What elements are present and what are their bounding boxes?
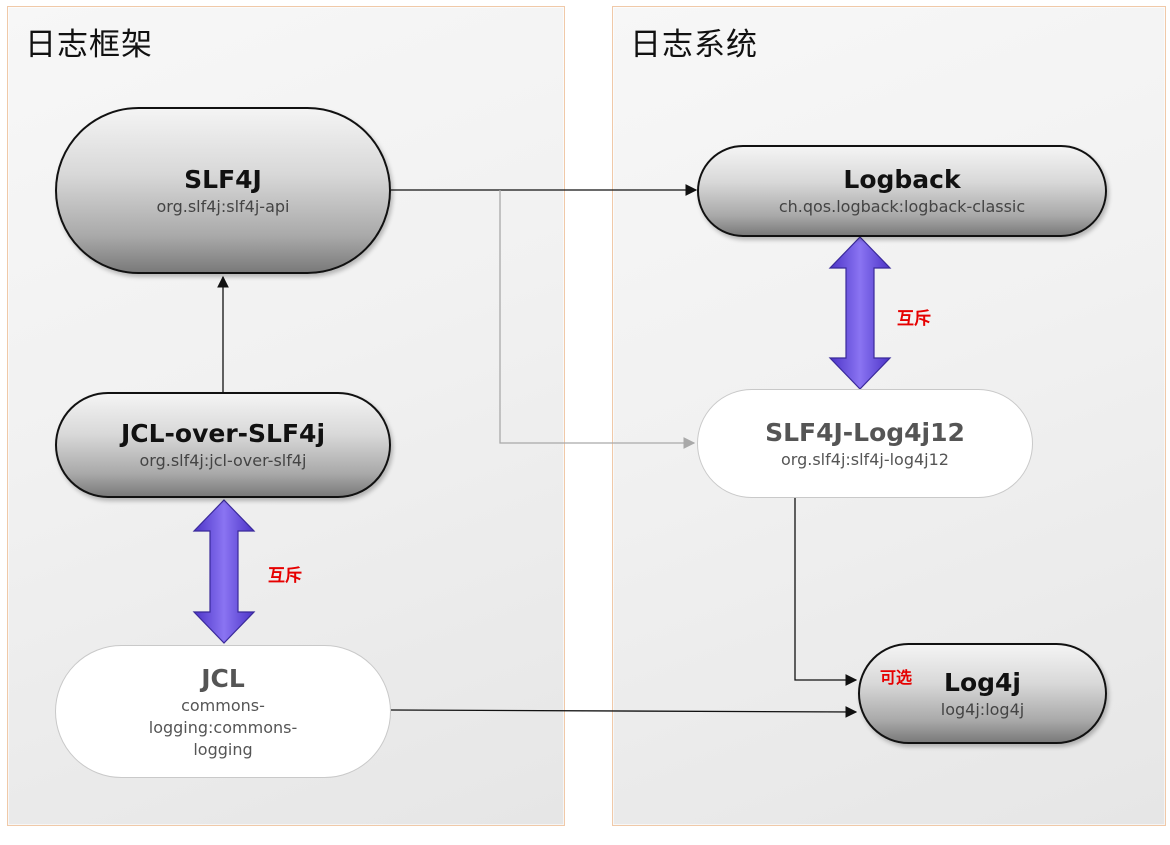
node-slf4j-log4j12: SLF4J-Log4j12 org.slf4j:slf4j-log4j12 xyxy=(697,389,1033,498)
node-slf4j-subtitle: org.slf4j:slf4j-api xyxy=(156,196,290,216)
edge-slf4j-log4j12-to-log4j xyxy=(794,498,858,686)
node-jcl: JCL commons- logging:commons- logging xyxy=(55,645,391,778)
node-log4j-title: Log4j xyxy=(944,667,1021,697)
node-jcl-subtitle-line-3: logging xyxy=(193,739,253,759)
label-mutual-exclusion-left: 互斥 xyxy=(268,566,302,586)
node-slf4j-log4j12-title: SLF4J-Log4j12 xyxy=(765,417,965,447)
node-logback-title: Logback xyxy=(843,165,961,194)
label-mutual-exclusion-right: 互斥 xyxy=(897,309,931,329)
node-logback-subtitle: ch.qos.logback:logback-classic xyxy=(778,197,1026,216)
node-jcl-subtitle-line-2: logging:commons- xyxy=(148,717,298,737)
node-jcl-over-slf4j-subtitle: org.slf4j:jcl-over-slf4j xyxy=(139,451,307,470)
node-jcl-over-slf4j: JCL-over-SLF4j org.slf4j:jcl-over-slf4j xyxy=(55,392,391,498)
node-log4j: Log4j log4j:log4j xyxy=(858,643,1107,744)
panel-title-logging-framework: 日志框架 xyxy=(25,27,153,63)
label-optional: 可选 xyxy=(880,668,913,687)
mutual-exclusion-arrow-right xyxy=(828,236,892,390)
mutual-exclusion-arrow-left xyxy=(192,499,256,644)
node-slf4j-log4j12-subtitle: org.slf4j:slf4j-log4j12 xyxy=(781,449,949,469)
edge-slf4j-to-slf4j-log4j12 xyxy=(499,190,696,449)
node-jcl-subtitle-line-1: commons- xyxy=(181,695,265,715)
panel-title-logging-system: 日志系统 xyxy=(630,27,758,63)
node-jcl-title: JCL xyxy=(201,663,245,693)
edge-jcl-to-log4j xyxy=(390,706,858,718)
node-log4j-subtitle: log4j:log4j xyxy=(940,699,1025,719)
node-jcl-over-slf4j-title: JCL-over-SLF4j xyxy=(120,419,326,448)
node-slf4j-title: SLF4J xyxy=(184,164,262,194)
node-logback: Logback ch.qos.logback:logback-classic xyxy=(697,145,1107,237)
node-slf4j: SLF4J org.slf4j:slf4j-api xyxy=(55,107,391,274)
